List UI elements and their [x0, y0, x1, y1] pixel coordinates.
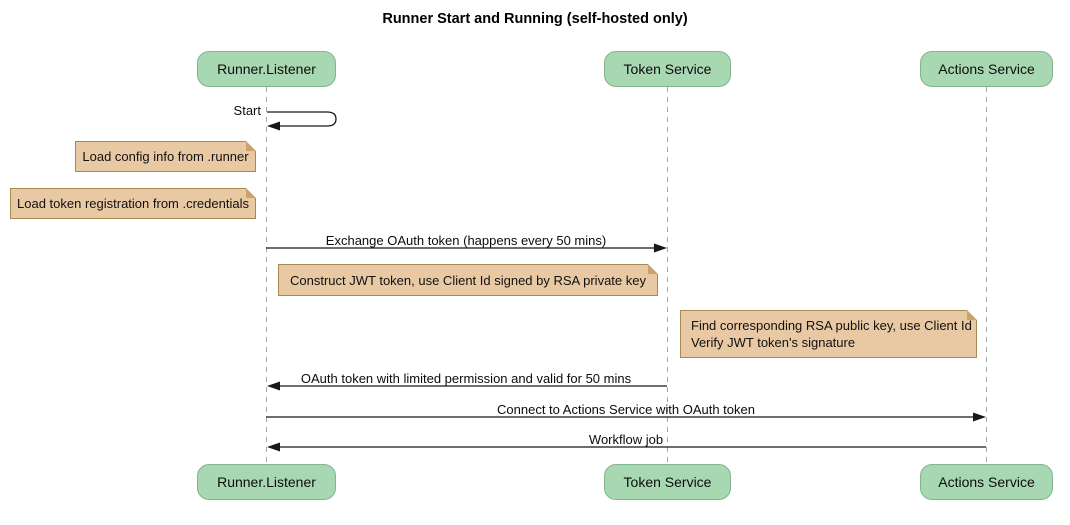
message-arrowhead-oauth-token	[267, 381, 280, 391]
note-text: Load config info from .runner	[82, 149, 249, 164]
self-message-arrowhead	[267, 121, 280, 131]
participant-label: Actions Service	[938, 61, 1035, 77]
note-load-config: Load config info from .runner	[75, 141, 256, 172]
participant-token-service-bottom: Token Service	[604, 464, 731, 500]
participant-label: Token Service	[623, 61, 712, 77]
note-verify-jwt: Find corresponding RSA public key, use C…	[680, 310, 977, 358]
self-message-label: Start	[233, 103, 261, 118]
message-arrowhead-connect-actions	[973, 412, 986, 422]
note-text: Construct JWT token, use Client Id signe…	[290, 272, 646, 288]
note-load-token-registration: Load token registration from .credential…	[10, 188, 256, 219]
participant-label: Runner.Listener	[217, 474, 316, 490]
self-message-loop	[267, 111, 337, 127]
participant-actions-service-bottom: Actions Service	[920, 464, 1053, 500]
note-text-line1: Find corresponding RSA public key, use C…	[691, 318, 972, 333]
note-construct-jwt: Construct JWT token, use Client Id signe…	[278, 264, 658, 296]
message-label-workflow-job: Workflow job	[588, 432, 664, 447]
message-label-connect-actions: Connect to Actions Service with OAuth to…	[497, 402, 755, 417]
note-text: Load token registration from .credential…	[17, 196, 249, 211]
participant-label: Actions Service	[938, 474, 1035, 490]
message-label-oauth-token: OAuth token with limited permission and …	[300, 371, 632, 386]
participant-token-service-top: Token Service	[604, 51, 731, 87]
participant-runner-listener-top: Runner.Listener	[197, 51, 336, 87]
participant-label: Token Service	[623, 474, 712, 490]
message-label-exchange-oauth: Exchange OAuth token (happens every 50 m…	[325, 233, 607, 248]
participant-runner-listener-bottom: Runner.Listener	[197, 464, 336, 500]
note-text-line2: Verify JWT token's signature	[691, 335, 856, 350]
participant-actions-service-top: Actions Service	[920, 51, 1053, 87]
message-arrowhead-exchange-oauth	[654, 243, 667, 253]
participant-label: Runner.Listener	[217, 61, 316, 77]
diagram-title: Runner Start and Running (self-hosted on…	[382, 11, 688, 27]
message-arrowhead-workflow-job	[267, 442, 280, 452]
